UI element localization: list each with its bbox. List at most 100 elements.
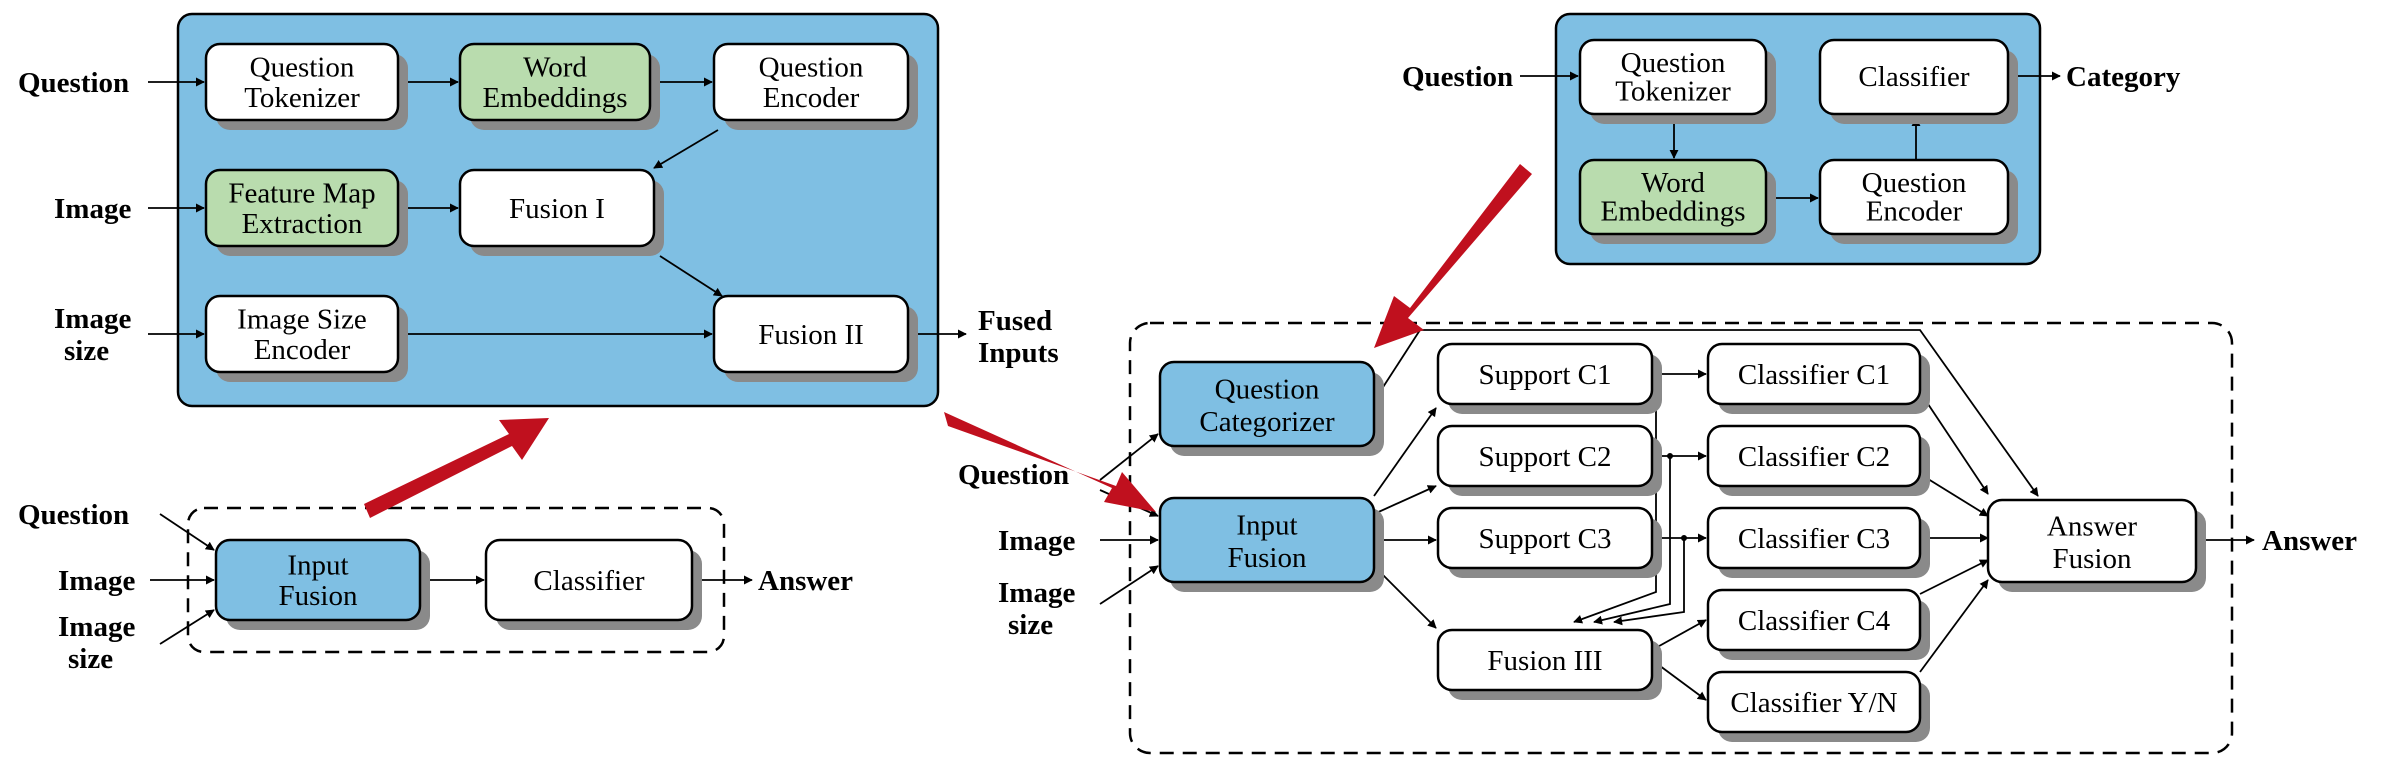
- basic-model-classifier-label-1: Classifier: [533, 565, 644, 597]
- fusion-detail-word-embeddings-label-2: Embeddings: [483, 82, 628, 114]
- full-model-answer-fusion-label-2: Fusion: [2053, 543, 2132, 575]
- full-model-fusion-3-node: Fusion III: [1436, 628, 1662, 700]
- full-model-frame: [1128, 321, 2234, 755]
- full-model-classifier-c3-node: Classifier C3: [1706, 506, 1930, 578]
- full-model-support-c1-box: [1436, 342, 1654, 406]
- full-model-classifier-c1-label-1: Classifier C1: [1738, 359, 1890, 391]
- full-model-input-fusion-label-1: Input: [1236, 509, 1297, 541]
- full-model-classifier-c2-label-1: Classifier C2: [1738, 441, 1890, 473]
- fusion-detail-question-tokenizer-box: [204, 42, 400, 122]
- categorizer-detail-word-embeddings-label-2: Embeddings: [1601, 195, 1746, 227]
- fusion-detail-feature-map-extraction-label-1: Feature Map: [228, 178, 375, 210]
- full-model-classifier-yn-label-1: Classifier Y/N: [1730, 687, 1897, 719]
- fusion-detail-image-size-encoder-box: [204, 294, 400, 374]
- io-labels: Question Image Image size Fused Inputs Q…: [18, 61, 2357, 675]
- red-arrow-zoom-input-fusion: [364, 418, 549, 518]
- fd-input-image: Image: [54, 193, 131, 225]
- fusion-detail-fusion-2-node: Fusion II: [712, 294, 918, 382]
- fusion-detail-fusion-2-label-1: Fusion II: [758, 319, 864, 351]
- full-model-support-c3-box: [1436, 506, 1654, 570]
- fusion-detail-feature-map-extraction-label-2: Extraction: [242, 208, 363, 240]
- fusion-detail-fusion-1-node: Fusion I: [458, 168, 664, 256]
- full-model-fusion-3-box: [1436, 628, 1654, 692]
- fusion-detail-image-size-encoder-label-1: Image Size: [237, 304, 367, 336]
- fm-input-image-size-2: size: [1008, 609, 1053, 641]
- full-model-answer-fusion-box: [1986, 498, 2198, 584]
- fusion-detail-question-tokenizer-label-2: Tokenizer: [244, 82, 360, 114]
- categorizer-detail-question-tokenizer-label-1: Question: [1621, 47, 1726, 79]
- full-model-classifier-c4-box: [1706, 588, 1922, 652]
- full-model-support-c1-label-1: Support C1: [1479, 359, 1612, 391]
- full-model-question-categorizer-box: [1158, 360, 1376, 448]
- categorizer-detail-question-tokenizer-label-2: Tokenizer: [1615, 75, 1731, 107]
- full-model-fusion-3-label-1: Fusion III: [1487, 645, 1602, 677]
- fm-input-image-size-1: Image: [998, 577, 1075, 609]
- node-layer: QuestionTokenizerWordEmbeddingsQuestionE…: [204, 38, 2206, 742]
- fusion-detail-question-tokenizer-label-1: Question: [250, 52, 355, 84]
- full-model-classifier-c3-label-1: Classifier C3: [1738, 523, 1890, 555]
- red-arrows: [364, 164, 1532, 518]
- full-model-classifier-yn-node: Classifier Y/N: [1706, 670, 1930, 742]
- fm-input-question: Question: [958, 459, 1069, 491]
- categorizer-detail-classifier-node: Classifier: [1818, 38, 2018, 124]
- bm-output: Answer: [758, 565, 853, 597]
- bm-input-question: Question: [18, 499, 129, 531]
- fusion-detail-fusion-2-box: [712, 294, 910, 374]
- full-model-classifier-c3-box: [1706, 506, 1922, 570]
- basic-model-classifier-node: Classifier: [484, 538, 702, 630]
- categorizer-detail-question-encoder-box: [1818, 158, 2010, 236]
- basic-model-input-fusion-label-2: Fusion: [279, 580, 358, 612]
- fd-output-2: Inputs: [978, 337, 1059, 369]
- categorizer-detail-question-encoder-label-1: Question: [1862, 167, 1967, 199]
- full-model-support-c2-box: [1436, 424, 1654, 488]
- fm-output-answer: Answer: [2262, 525, 2357, 557]
- full-model-question-categorizer-label-2: Categorizer: [1199, 406, 1335, 438]
- full-model-classifier-yn-box: [1706, 670, 1922, 734]
- bm-input-image-size-2: size: [68, 643, 113, 675]
- full-model-support-c2-label-1: Support C2: [1479, 441, 1612, 473]
- categorizer-detail-question-tokenizer-box: [1578, 38, 1768, 116]
- basic-model-input-fusion-box: [214, 538, 422, 622]
- fd-output-1: Fused: [978, 305, 1052, 337]
- basic-model-input-fusion-label-1: Input: [287, 550, 348, 582]
- fd-input-image-size-2: size: [64, 335, 109, 367]
- categorizer-detail-question-encoder-label-2: Encoder: [1866, 195, 1963, 227]
- fusion-detail-question-encoder-label-1: Question: [759, 52, 864, 84]
- full-model-classifier-c4-node: Classifier C4: [1706, 588, 1930, 660]
- basic-model-classifier-box: [484, 538, 694, 622]
- fusion-detail-question-encoder-label-2: Encoder: [763, 82, 860, 114]
- fusion-detail-image-size-encoder-label-2: Encoder: [254, 334, 351, 366]
- red-arrow-expand: [944, 412, 1156, 512]
- fm-input-image: Image: [998, 525, 1075, 557]
- full-model-support-c3-label-1: Support C3: [1479, 523, 1612, 555]
- bm-input-image-size-1: Image: [58, 611, 135, 643]
- fusion-detail-word-embeddings-box: [458, 42, 652, 122]
- categorizer-detail-word-embeddings-label-1: Word: [1641, 167, 1705, 199]
- full-model-answer-fusion-label-1: Answer: [2047, 510, 2138, 542]
- full-model-support-c1-node: Support C1: [1436, 342, 1662, 414]
- fd-input-image-size-1: Image: [54, 303, 131, 335]
- red-arrow-zoom-categorizer: [1374, 164, 1532, 348]
- fusion-detail-feature-map-extraction-box: [204, 168, 400, 248]
- full-model-support-c3-node: Support C3: [1436, 506, 1662, 578]
- cd-input-question: Question: [1402, 61, 1513, 93]
- categorizer-detail-word-embeddings-box: [1578, 158, 1768, 236]
- fusion-detail-question-encoder-box: [712, 42, 910, 122]
- bm-input-image: Image: [58, 565, 135, 597]
- fusion-detail-fusion-1-box: [458, 168, 656, 248]
- categorizer-detail-classifier-box: [1818, 38, 2010, 116]
- fd-input-question: Question: [18, 67, 129, 99]
- full-model-support-c2-node: Support C2: [1436, 424, 1662, 496]
- categorizer-detail-classifier-label-1: Classifier: [1858, 61, 1969, 93]
